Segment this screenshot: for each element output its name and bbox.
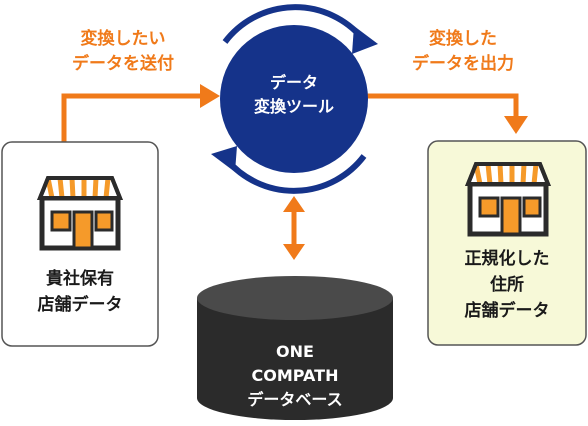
tool-label: データ 変換ツール	[234, 71, 354, 119]
result-box-line3: 店舗データ	[464, 301, 550, 321]
result-box-line1: 正規化した	[464, 249, 550, 269]
send-label-line1: 変換したい	[80, 29, 166, 49]
database-cylinder	[197, 276, 393, 420]
database-label: ONE COMPATH データベース	[197, 340, 393, 412]
database-line3: データベース	[247, 390, 343, 409]
send-arrow-head	[200, 84, 220, 108]
storefront-icon	[465, 162, 551, 237]
store-box-line2: 店舗データ	[37, 295, 123, 315]
tool-label-line1: データ	[269, 73, 318, 92]
send-label: 変換したい データを送付	[50, 27, 196, 77]
output-label: 変換した データを出力	[388, 27, 538, 77]
result-box-line2: 住所	[490, 275, 524, 295]
tool-label-line2: 変換ツール	[253, 97, 334, 116]
cycle-arrows-icon	[211, 4, 378, 194]
output-arrow	[366, 93, 519, 118]
output-label-line2: データを出力	[412, 54, 514, 74]
send-label-line2: データを送付	[72, 54, 174, 74]
store-box-text: 貴社保有 店舗データ	[2, 266, 158, 318]
store-box-line1: 貴社保有	[46, 269, 114, 289]
output-arrow-head	[504, 116, 528, 134]
send-arrow	[61, 93, 204, 143]
result-box-text: 正規化した 住所 店舗データ	[428, 246, 586, 324]
storefront-icon	[37, 176, 123, 251]
output-label-line1: 変換した	[429, 29, 497, 49]
tool-circle	[220, 25, 368, 173]
store-data-box: 貴社保有 店舗データ	[2, 142, 158, 346]
result-data-box: 正規化した 住所 店舗データ	[428, 141, 586, 345]
sync-arrow-up	[283, 196, 305, 212]
database-line2: COMPATH	[251, 366, 339, 385]
database-line1: ONE	[276, 342, 314, 361]
sync-arrow-down	[283, 244, 305, 260]
